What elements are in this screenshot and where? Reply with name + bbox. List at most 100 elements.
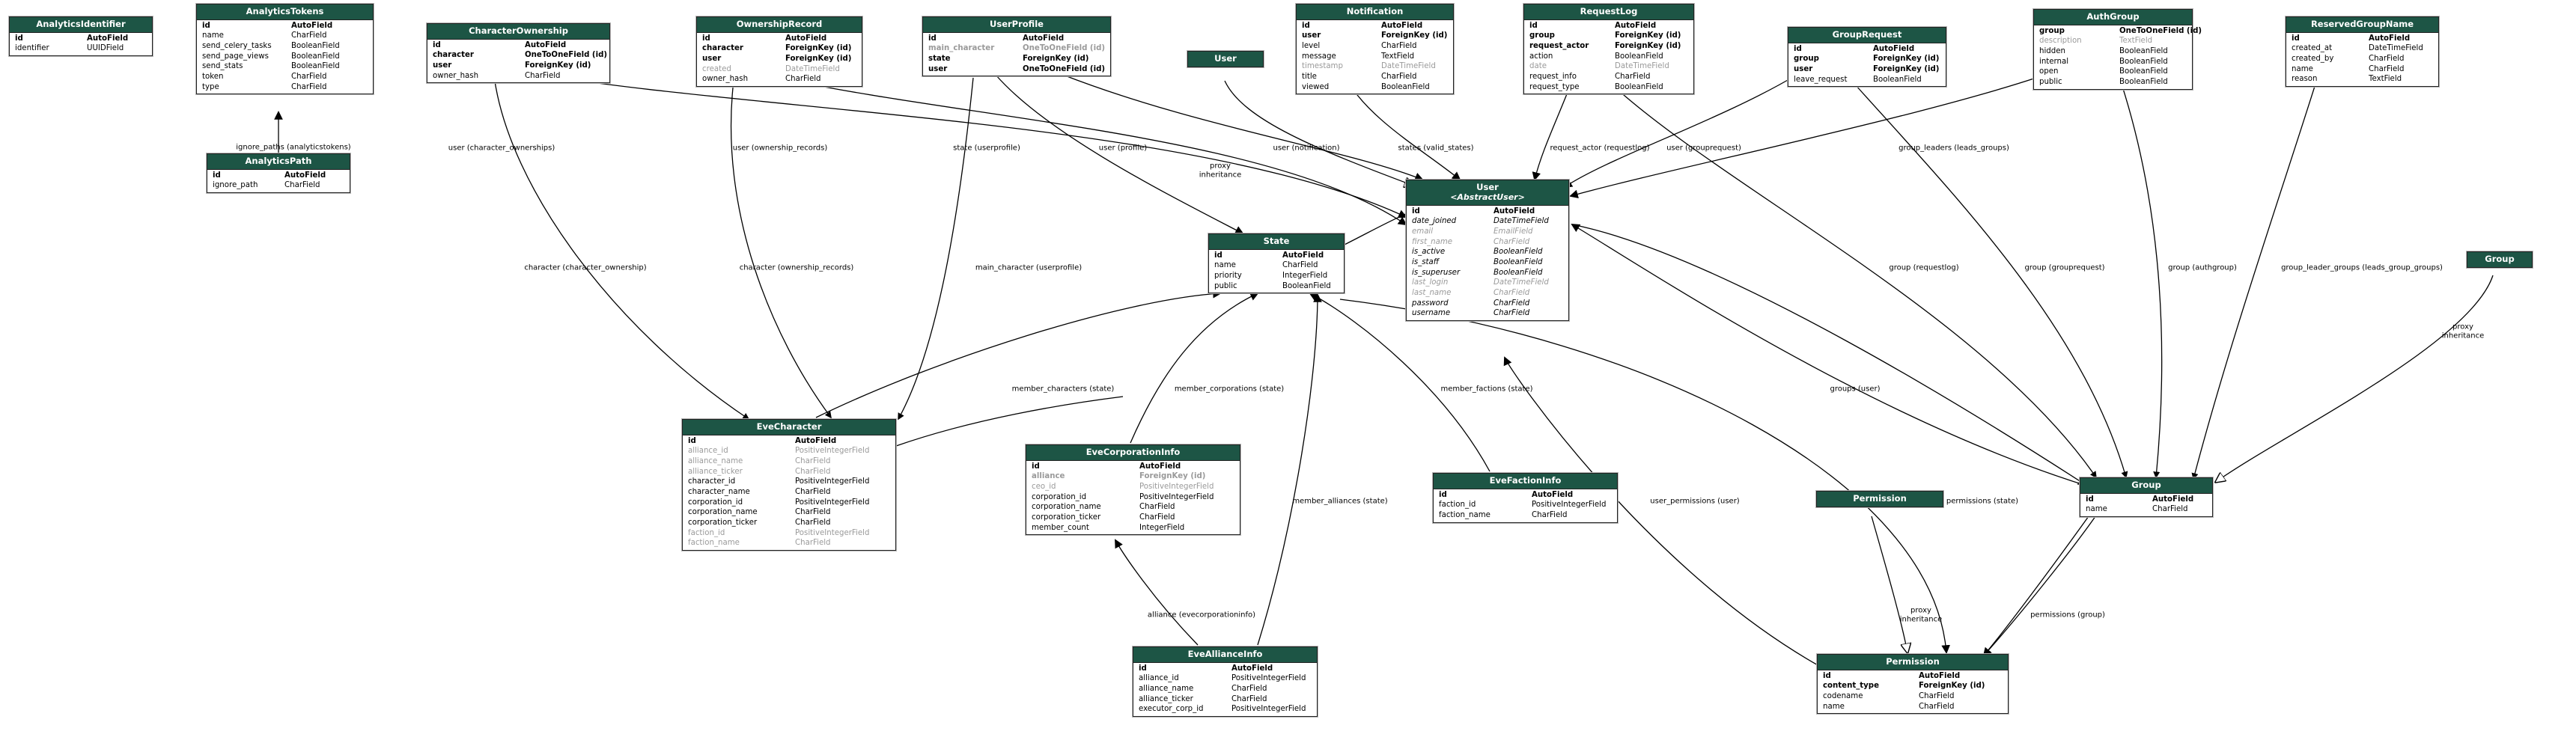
- field-type: IntegerField: [1139, 523, 1185, 532]
- entity-title-evecorporationinfo: EveCorporationInfo: [1026, 445, 1240, 461]
- edge-label-lbl-user-grouprequest: user (grouprequest): [1666, 144, 1741, 153]
- field-name: created: [702, 64, 731, 73]
- entity-name: ReservedGroupName: [2310, 19, 2414, 29]
- field-type: BooleanField: [2119, 57, 2168, 66]
- entity-user_plain[interactable]: User: [1187, 51, 1264, 67]
- field-name: level: [1302, 41, 1321, 50]
- entity-group_plain[interactable]: Group: [2467, 251, 2533, 268]
- field-name: corporation_ticker: [1032, 513, 1101, 522]
- field-type: AutoField: [284, 171, 326, 180]
- edge-label-lbl-alliance-eci: alliance (evecorporationinfo): [1147, 611, 1256, 620]
- entity-title-user_abstract: User<AbstractUser>: [1407, 180, 1568, 206]
- field-name: date_joined: [1412, 217, 1457, 226]
- field-name: character_name: [688, 487, 750, 496]
- edge-label-lbl-character-co: character (character_ownership): [524, 263, 647, 272]
- field-name: alliance_id: [1139, 674, 1179, 683]
- field-name: user: [928, 64, 948, 73]
- entity-title-requestlog: RequestLog: [1524, 4, 1693, 20]
- field-name: id: [1032, 462, 1040, 471]
- field-name: id: [1823, 671, 1831, 680]
- field-name: is_superuser: [1412, 268, 1461, 277]
- entity-permission_proxy[interactable]: Permission: [1816, 491, 1943, 507]
- field-type: CharField: [785, 75, 821, 84]
- field-name: corporation_id: [688, 498, 743, 507]
- field-name: name: [1214, 261, 1236, 270]
- entity-name: State: [1263, 236, 1290, 246]
- edge-label-lbl-character-or: character (ownership_records): [739, 263, 854, 272]
- edge-label-lbl-user-char-own: user (character_ownerships): [448, 144, 555, 153]
- field-type: CharField: [795, 456, 831, 465]
- field-type: AutoField: [1381, 21, 1423, 30]
- field-name: id: [688, 436, 696, 445]
- field-name: send_celery_tasks: [202, 41, 272, 50]
- field-type: CharField: [2369, 64, 2405, 73]
- field-name: id: [202, 21, 210, 30]
- edge-label-lbl-main-character: main_character (userprofile): [975, 263, 1083, 272]
- entity-title-permission_full: Permission: [1818, 655, 2008, 670]
- field-type: TextField: [2119, 37, 2153, 46]
- field-type: IntegerField: [1282, 271, 1328, 280]
- field-name: description: [2039, 37, 2082, 46]
- entity-name: EveFactionInfo: [1489, 475, 1562, 486]
- field-type: BooleanField: [2119, 67, 2168, 76]
- edge-label-lbl-user-notification: user (notification): [1273, 144, 1340, 153]
- field-name: name: [2086, 505, 2107, 514]
- field-name: faction_name: [688, 539, 740, 548]
- field-type: CharField: [291, 72, 327, 81]
- field-name: public: [1214, 281, 1237, 290]
- field-type: CharField: [1381, 41, 1417, 50]
- field-name: id: [433, 40, 441, 49]
- field-name: id: [1412, 207, 1420, 215]
- entity-name: EveCorporationInfo: [1085, 447, 1181, 457]
- entity-title-userprofile: UserProfile: [923, 17, 1110, 33]
- field-type: AutoField: [1615, 21, 1657, 30]
- field-type: AutoField: [525, 40, 567, 49]
- field-name: created_by: [2292, 54, 2334, 63]
- field-type: ForeignKey (id): [1139, 472, 1206, 481]
- field-name: id: [1794, 44, 1802, 53]
- edge-label-lbl-group-authgroup: group (authgroup): [2168, 263, 2237, 272]
- entity-title-group_plain: Group: [2467, 252, 2532, 267]
- field-name: leave_request: [1794, 75, 1848, 84]
- edge-label-lbl-permissions-state: permissions (state): [1946, 497, 2019, 506]
- field-type: AutoField: [87, 34, 129, 43]
- field-name: id: [2086, 495, 2094, 504]
